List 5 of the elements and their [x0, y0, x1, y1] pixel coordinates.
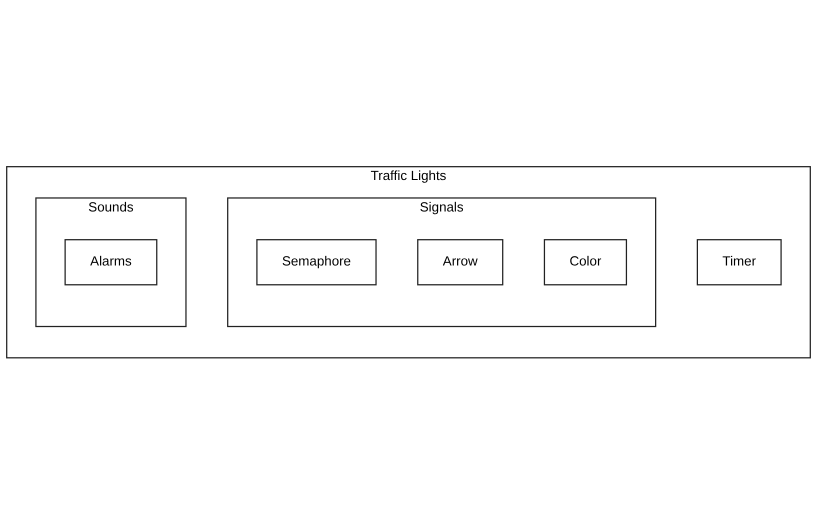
- node-box: Alarms: [64, 239, 158, 286]
- node-box: Timer: [696, 239, 782, 286]
- node-box: Color: [544, 239, 628, 286]
- node-box: Semaphore: [256, 239, 377, 286]
- node-box: Arrow: [417, 239, 504, 286]
